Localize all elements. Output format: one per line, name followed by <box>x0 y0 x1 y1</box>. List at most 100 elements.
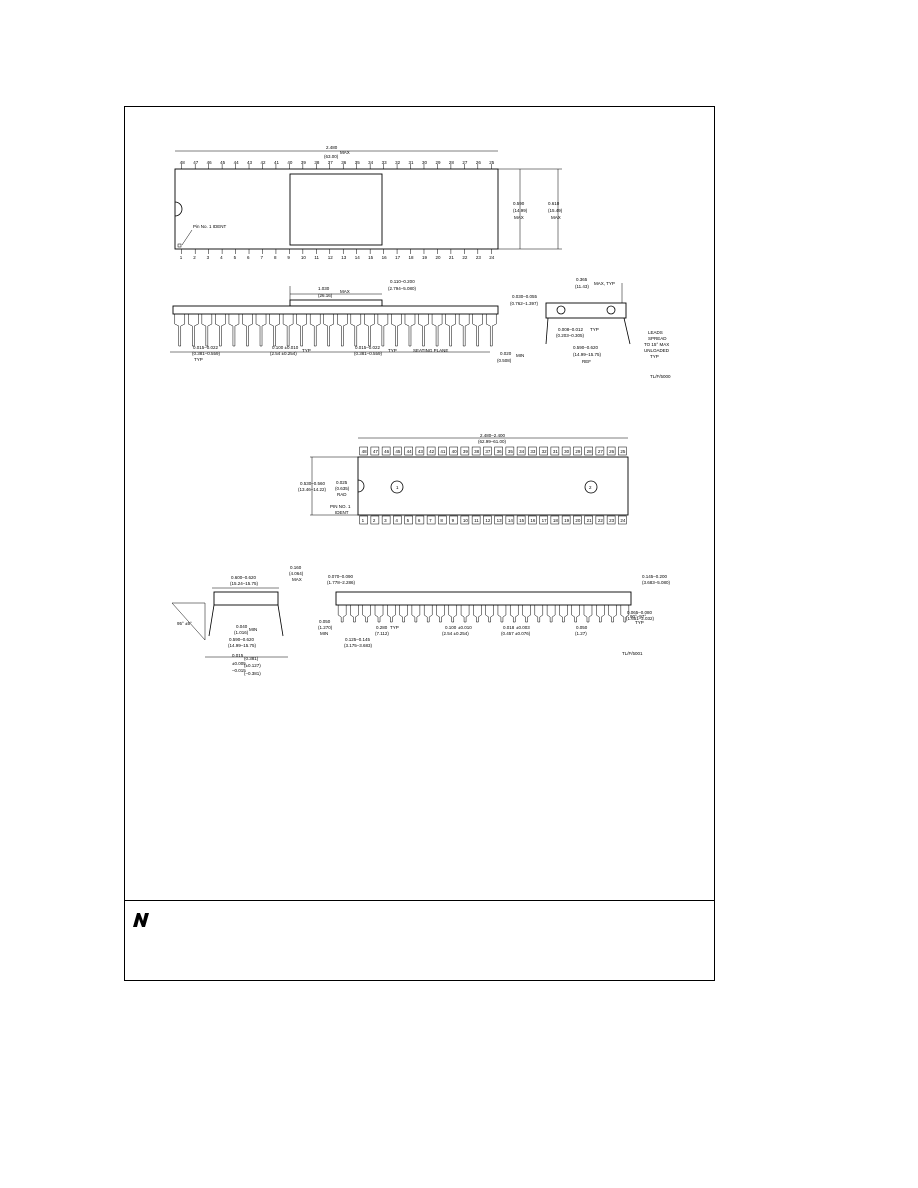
drawing1-lead-note-1: LEADS <box>648 330 663 335</box>
side-body <box>172 305 499 315</box>
lid <box>289 299 383 307</box>
pin-number: 8 <box>440 518 443 523</box>
pin-number: 36 <box>341 160 347 165</box>
drawing2-side-h-mm: (15.24–15.75) <box>230 581 259 586</box>
pin-number: 26 <box>609 449 615 454</box>
pin-number: 42 <box>260 160 266 165</box>
side-lead <box>228 314 240 347</box>
side-lead <box>448 605 458 623</box>
side-lead <box>374 605 384 623</box>
drawing2-long-c-in: 0.050 <box>319 619 331 624</box>
pin-number: 26 <box>476 160 482 165</box>
side-lead <box>583 605 593 623</box>
drawing2-long-h-mm: (1.27) <box>575 631 587 636</box>
drawing2-width-in: 0.530–0.560 <box>300 481 326 486</box>
drawing2-long-c-tag: MIN <box>320 631 328 636</box>
drawing1-width1-tag: MAX <box>514 215 524 220</box>
drawing2-side-span-in: 0.590–0.620 <box>229 637 255 642</box>
drawing1-end-top-in: 0.365 <box>576 277 588 282</box>
side-lead <box>411 605 421 623</box>
pin-number: 29 <box>435 160 441 165</box>
drawing1-dim-d-mm: (2.54 ±0.254) <box>270 351 297 356</box>
pin-number: 19 <box>422 255 428 260</box>
drawing2-side-top-tag: MAX <box>292 577 302 582</box>
pin-number: 27 <box>598 449 604 454</box>
drawing2-side-top-mm: (4.064) <box>289 571 304 576</box>
pin-number: 48 <box>362 449 368 454</box>
drawing2-long-g-in: 0.018 <box>503 625 515 630</box>
pin-pad <box>471 446 481 456</box>
pin-number: 12 <box>328 255 334 260</box>
drawing1-width2-in: 0.610 <box>548 201 560 206</box>
pin-number: 10 <box>463 518 469 523</box>
side-lead <box>546 605 556 623</box>
drawing1-length-in: 2.480 <box>326 145 338 150</box>
pin-number: 6 <box>247 255 250 260</box>
pin-number: 15 <box>368 255 374 260</box>
end-lead <box>208 604 215 637</box>
pin-pad <box>393 515 402 525</box>
drawing1-width1-mm: (14.99) <box>513 208 528 213</box>
pin-number: 46 <box>207 160 213 165</box>
pin-number: 11 <box>474 518 479 523</box>
pin-pad <box>539 446 548 456</box>
pin-number: 9 <box>452 518 455 523</box>
pin-number: 34 <box>519 449 525 454</box>
pin-number: 2 <box>193 255 196 260</box>
pin-number: 23 <box>609 518 615 523</box>
drawing2-dia-in: 0.025 <box>336 480 348 485</box>
pin-pad <box>606 446 616 456</box>
drawing1-lead-note-5: TYP <box>650 354 659 359</box>
drawing2-long-b-in: 0.145–0.200 <box>642 574 668 579</box>
pin-number: 7 <box>429 518 432 523</box>
drawing1-fig-id: TL/F/5000 <box>650 374 671 379</box>
drawing2-mark-1: 1 <box>396 485 399 490</box>
pin-pad <box>539 515 548 525</box>
pin-pad <box>438 515 447 525</box>
drawing1-dim-b-mm: (0.762–1.397) <box>510 301 539 306</box>
drawing2-long-g-mm: (0.457 ±0.076) <box>501 631 531 636</box>
pin-number: 4 <box>395 518 398 523</box>
pin-number: 11 <box>314 255 319 260</box>
drawing1-length-tag: MAX <box>340 150 350 155</box>
pin-number: 45 <box>395 449 401 454</box>
pin-number: 5 <box>234 255 237 260</box>
drawing1-lead-note-4: UNLOADED <box>644 348 670 353</box>
drawing1-side-view: 1.030 MAX (26.16) 0.110–0.200 (2.794–5.0… <box>170 279 539 363</box>
pin-pad <box>370 446 380 456</box>
pin-pad <box>471 515 481 525</box>
pin-number: 41 <box>440 449 446 454</box>
drawing2-side-span-mm: (14.99–15.75) <box>228 643 257 648</box>
page-frame <box>124 106 715 981</box>
drawing2-dia-mm: (0.635) <box>335 486 350 491</box>
side-lead <box>255 314 267 347</box>
drawing2-side-angle: 95° ±5° <box>177 621 192 626</box>
drawing2-long-b-mm: (3.683–5.080) <box>642 580 671 585</box>
pin-pad <box>505 515 515 525</box>
drawing1-seating-plane: SEATING PLANE <box>413 348 448 353</box>
side-lead <box>534 605 544 623</box>
pin-number: 36 <box>497 449 503 454</box>
pin-pad <box>561 515 571 525</box>
drawing2-side-tol-3: ±0.005 <box>232 661 246 666</box>
drawing1-end-span-in: 0.590–0.620 <box>573 345 599 350</box>
pin-number: 35 <box>355 160 361 165</box>
drawing2-long-i-mm: (1.651–2.032) <box>626 616 655 621</box>
side-lead <box>522 605 531 623</box>
pin-number: 24 <box>620 518 626 523</box>
side-lead <box>497 605 507 623</box>
pin-number: 10 <box>301 255 307 260</box>
pin-pad <box>516 446 526 456</box>
pin-number: 37 <box>485 449 491 454</box>
drawing2-side-h-in: 0.600–0.620 <box>231 575 257 580</box>
drawing1-window-tag: MAX <box>340 289 350 294</box>
side-lead <box>485 314 497 347</box>
drawing1-end-w-mm: (0.203–0.305) <box>556 333 585 338</box>
pin-pad <box>550 515 560 525</box>
drawing2-length-in: 2.480–2.400 <box>480 433 506 438</box>
side-lead <box>188 314 199 347</box>
pin-number: 20 <box>435 255 441 260</box>
drawing2-end-view: 0.600–0.620 (15.24–15.75) 0.160 (4.064) … <box>171 565 304 676</box>
